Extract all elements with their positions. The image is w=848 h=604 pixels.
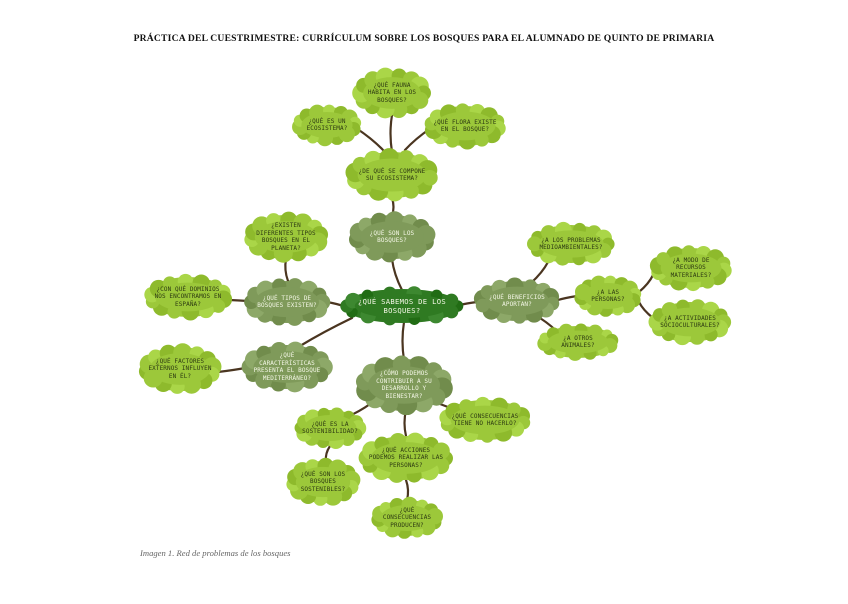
node-label: ¿QUÉ SON LOS BOSQUES? [369, 229, 415, 245]
node-label: ¿QUÉ BENEFICIOS APORTAN? [489, 293, 545, 309]
node-sostenibilidad: ¿QUÉ ES LA SOSTENIBILIDAD? [294, 407, 367, 449]
foliage-shape [244, 278, 331, 326]
node-como-compone: ¿DE QUÉ SE COMPONE SU ECOSISTEMA? [345, 148, 438, 202]
node-label: ¿A ACTIVIDADES SOCIOCULTURALES? [660, 314, 720, 330]
node-acciones: ¿QUÉ ACCIONES PODEMOS REALIZAR LAS PERSO… [358, 432, 453, 483]
node-consecuencias-no: ¿QUÉ CONSECUENCIAS TIENE NO HACERLO? [439, 396, 531, 443]
node-que-son: ¿QUÉ SON LOS BOSQUES? [348, 211, 436, 263]
branch-line [637, 273, 655, 294]
foliage-shape [294, 407, 367, 449]
foliage-shape [649, 245, 732, 292]
node-consecuencias-producen: ¿QUÉ CONSECUENCIAS PRODUCEN? [371, 496, 444, 539]
foliage-shape [144, 273, 233, 321]
foliage-shape [527, 221, 615, 266]
foliage-shape [286, 457, 361, 506]
node-tipos: ¿QUÉ TIPOS DE BOSQUES EXISTEN? [244, 278, 331, 326]
foliage-shape [348, 211, 436, 263]
document-title: PRÁCTICA DEL CUESTRIMESTRE: CURRÍCULUM S… [133, 33, 715, 44]
node-problemas: ¿A LOS PROBLEMAS MEDIOAMBIENTALES? [527, 221, 615, 266]
node-beneficios: ¿QUÉ BENEFICIOS APORTAN? [473, 277, 560, 324]
node-label: ¿QUÉ FACTORES EXTERNOS INFLUYEN EN ÉL? [148, 357, 212, 380]
node-diferentes: ¿EXISTEN DIFERENTES TIPOS BOSQUES EN EL … [244, 211, 329, 263]
branch-line [389, 113, 394, 154]
foliage-shape [241, 341, 333, 393]
node-label: ¿QUÉ CONSECUENCIAS PRODUCEN? [382, 506, 432, 529]
foliage-shape [244, 211, 329, 263]
node-label: ¿A LAS PERSONAS? [591, 288, 625, 304]
branch-line [298, 316, 354, 348]
node-label: ¿QUÉ CARACTERÍSTICAS PRESENTA EL BOSQUE … [253, 352, 321, 382]
node-label: ¿A OTROS ANIMALES? [561, 334, 595, 350]
node-label: ¿QUÉ FAUNA HABITA EN LOS BOSQUES? [367, 81, 417, 104]
node-label: ¿QUÉ SON LOS BOSQUES SOSTENIBLES? [300, 470, 346, 493]
node-label: ¿QUÉ ES UN ECOSISTEMA? [306, 117, 348, 133]
node-label: ¿CON QUÉ DOMINIOS NOS ENCONTRAMOS EN ESP… [154, 285, 222, 308]
node-label: ¿CÓMO PODEMOS CONTRIBUIR A SU DESARROLLO… [376, 370, 432, 400]
center-node-label: ¿QUÉ SABEMOS DE LOS BOSQUES? [358, 297, 446, 315]
center-node: ¿QUÉ SABEMOS DE LOS BOSQUES? [340, 286, 464, 326]
node-sostenibles: ¿QUÉ SON LOS BOSQUES SOSTENIBLES? [286, 457, 361, 506]
node-label: ¿QUÉ TIPOS DE BOSQUES EXISTEN? [257, 294, 317, 310]
foliage-shape [648, 299, 732, 346]
node-flora: ¿QUÉ FLORA EXISTE EN EL BOSQUE? [424, 103, 506, 150]
node-animales: ¿A OTROS ANIMALES? [537, 323, 619, 361]
foliage-shape [138, 343, 222, 394]
node-fauna: ¿QUÉ FAUNA HABITA EN LOS BOSQUES? [352, 67, 431, 119]
node-label: ¿QUÉ ACCIONES PODEMOS REALIZAR LAS PERSO… [368, 446, 444, 469]
node-label: ¿A LOS PROBLEMAS MEDIOAMBIENTALES? [539, 236, 603, 252]
node-personas: ¿A LAS PERSONAS? [574, 275, 642, 317]
node-recursos: ¿A MODO DE RECURSOS MATERIALES? [649, 245, 732, 292]
figure-caption: Imagen 1. Red de problemas de los bosque… [140, 548, 291, 558]
foliage-shape [340, 286, 464, 326]
node-label: ¿QUÉ CONSECUENCIAS TIENE NO HACERLO? [451, 412, 519, 428]
foliage-shape [537, 323, 619, 361]
node-label: ¿EXISTEN DIFERENTES TIPOS BOSQUES EN EL … [256, 222, 316, 252]
node-caracteristicas: ¿QUÉ CARACTERÍSTICAS PRESENTA EL BOSQUE … [241, 341, 333, 393]
node-contribuir: ¿CÓMO PODEMOS CONTRIBUIR A SU DESARROLLO… [355, 355, 453, 415]
node-actividades: ¿A ACTIVIDADES SOCIOCULTURALES? [648, 299, 732, 346]
foliage-shape [292, 104, 362, 147]
node-factores: ¿QUÉ FACTORES EXTERNOS INFLUYEN EN ÉL? [138, 343, 222, 394]
node-label: ¿QUÉ FLORA EXISTE EN EL BOSQUE? [433, 118, 497, 134]
foliage-shape [439, 396, 531, 443]
foliage-shape [352, 67, 431, 119]
node-dominios: ¿CON QUÉ DOMINIOS NOS ENCONTRAMOS EN ESP… [144, 273, 233, 321]
foliage-shape [345, 148, 438, 202]
foliage-shape [371, 496, 444, 539]
node-label: ¿DE QUÉ SE COMPONE SU ECOSISTEMA? [358, 167, 426, 183]
foliage-shape [473, 277, 560, 324]
node-ecosistema: ¿QUÉ ES UN ECOSISTEMA? [292, 104, 362, 147]
node-label: ¿QUÉ ES LA SOSTENIBILIDAD? [302, 420, 358, 436]
node-label: ¿A MODO DE RECURSOS MATERIALES? [670, 256, 712, 279]
foliage-shape [424, 103, 506, 150]
foliage-shape [358, 432, 453, 483]
foliage-shape [355, 355, 453, 415]
foliage-shape [574, 275, 642, 317]
